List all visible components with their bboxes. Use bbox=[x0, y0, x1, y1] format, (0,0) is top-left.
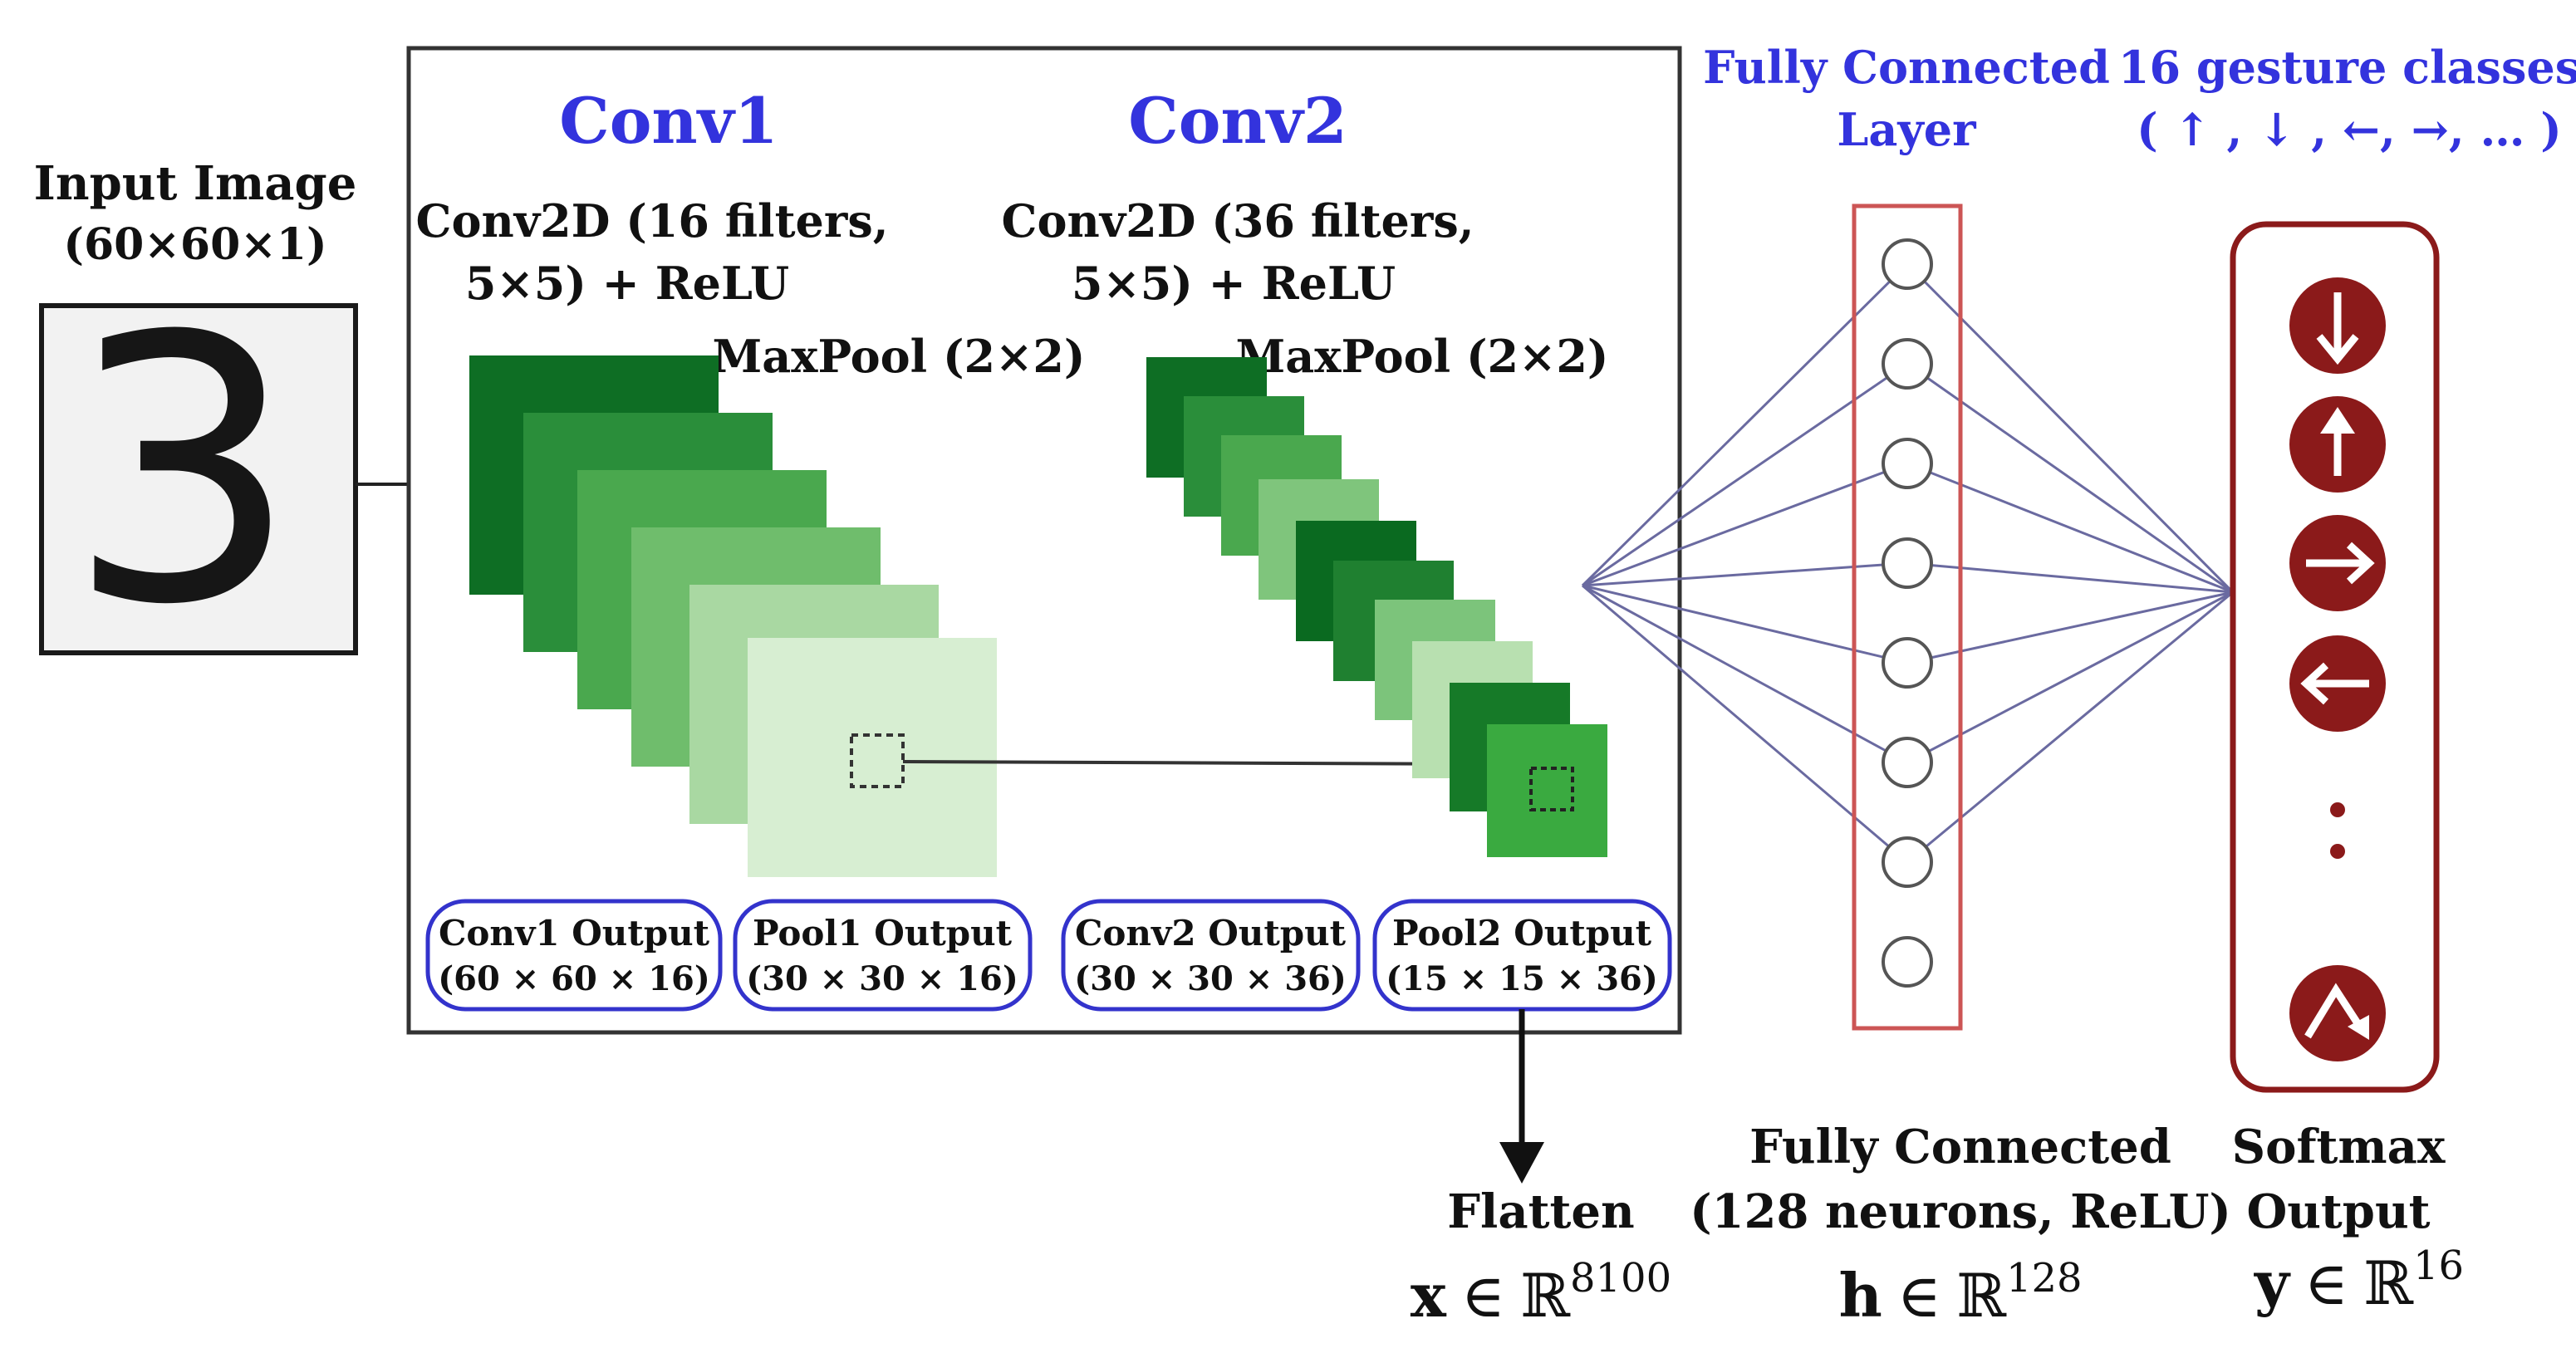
connection-line bbox=[1906, 462, 2234, 594]
fc-caption-line2: (128 neurons, ReLU) bbox=[1690, 1184, 2231, 1239]
input-image bbox=[39, 303, 358, 655]
neuron bbox=[1882, 936, 1933, 988]
output-box-conv2: Conv2 Output (30 × 30 × 36) bbox=[1061, 899, 1361, 1012]
input-digit: 3 bbox=[66, 259, 299, 684]
fc-neurons bbox=[1882, 238, 1933, 988]
connection-line bbox=[1906, 591, 2234, 864]
conv1-feature-maps bbox=[469, 355, 997, 877]
neuron bbox=[1882, 238, 1933, 290]
fc-math: h∈ℝ128 bbox=[1838, 1255, 2082, 1331]
output-shape: (30 × 30 × 16) bbox=[746, 959, 1018, 998]
conv1-desc-line2: 5×5) + ReLU bbox=[465, 257, 789, 310]
conv2-map-10 bbox=[1487, 724, 1607, 857]
output-box-pool2: Pool2 Output (15 × 15 × 36) bbox=[1372, 899, 1672, 1012]
connection-line bbox=[1906, 561, 2234, 594]
classes-header-line2: ( ↑ , ↓ , ←, →, … ) bbox=[2137, 103, 2562, 156]
flatten-math: x∈ℝ8100 bbox=[1411, 1255, 1671, 1331]
output-shape: (60 × 60 × 16) bbox=[438, 959, 710, 998]
fc-header-line2: Layer bbox=[1837, 103, 1976, 156]
gesture-ellipsis-icon bbox=[2330, 802, 2345, 859]
conv1-title: Conv1 bbox=[559, 84, 778, 158]
fc-layer-box bbox=[1852, 203, 1963, 1031]
output-box-conv1: Conv1 Output (60 × 60 × 16) bbox=[425, 899, 723, 1012]
gesture-arrow-right-icon bbox=[2289, 515, 2386, 611]
connection-line bbox=[1906, 362, 2234, 594]
flatten-label: Flatten bbox=[1447, 1184, 1634, 1239]
conv2-pool-label: MaxPool (2×2) bbox=[1236, 330, 1609, 383]
neuron bbox=[1882, 537, 1933, 589]
input-title-line2: (60×60×1) bbox=[63, 219, 326, 270]
conv2-desc-line2: 5×5) + ReLU bbox=[1072, 257, 1396, 310]
conv2-receptive-field bbox=[1529, 767, 1574, 811]
output-name: Conv2 Output bbox=[1075, 913, 1347, 953]
output-name: Conv1 Output bbox=[439, 913, 710, 953]
conv2-feature-maps bbox=[1146, 357, 1607, 857]
conv2-title: Conv2 bbox=[1128, 84, 1347, 158]
flatten-arrow-head bbox=[1499, 1142, 1544, 1184]
receptive-field-connector bbox=[902, 760, 1504, 766]
output-name: Pool1 Output bbox=[753, 913, 1013, 953]
conv2-desc-line1: Conv2D (36 filters, bbox=[1001, 194, 1474, 248]
output-shape: (15 × 15 × 36) bbox=[1386, 959, 1658, 998]
softmax-math: y∈ℝ16 bbox=[2254, 1243, 2464, 1318]
neuron bbox=[1882, 637, 1933, 689]
output-shape: (30 × 30 × 36) bbox=[1074, 959, 1347, 998]
neuron bbox=[1882, 737, 1933, 788]
neuron bbox=[1882, 338, 1933, 390]
neuron bbox=[1882, 438, 1933, 489]
input-title-line1: Input Image bbox=[34, 156, 357, 211]
gesture-arrow-left-icon bbox=[2289, 635, 2386, 732]
softmax-caption-line1: Softmax bbox=[2232, 1120, 2446, 1174]
gesture-zigzag-icon bbox=[2289, 965, 2386, 1061]
conv1-map-6 bbox=[748, 638, 997, 877]
conv1-pool-label: MaxPool (2×2) bbox=[713, 330, 1086, 383]
softmax-caption-line2: Output bbox=[2246, 1184, 2430, 1239]
fc-caption-line1: Fully Connected bbox=[1749, 1120, 2171, 1174]
connection-line bbox=[1906, 591, 2234, 664]
gesture-arrow-down-icon bbox=[2289, 277, 2386, 374]
neuron bbox=[1882, 836, 1933, 888]
gesture-arrow-up-icon bbox=[2289, 396, 2386, 493]
connection-line bbox=[1906, 262, 2235, 594]
conv1-receptive-field bbox=[850, 733, 905, 788]
connection-line bbox=[1906, 591, 2234, 764]
output-box-pool1: Pool1 Output (30 × 30 × 16) bbox=[733, 899, 1033, 1012]
conv1-desc-line1: Conv2D (16 filters, bbox=[415, 194, 888, 248]
output-name: Pool2 Output bbox=[1392, 913, 1652, 953]
classes-header-line1: 16 gesture classes bbox=[2118, 41, 2576, 94]
fc-header-line1: Fully Connected bbox=[1703, 41, 2110, 94]
